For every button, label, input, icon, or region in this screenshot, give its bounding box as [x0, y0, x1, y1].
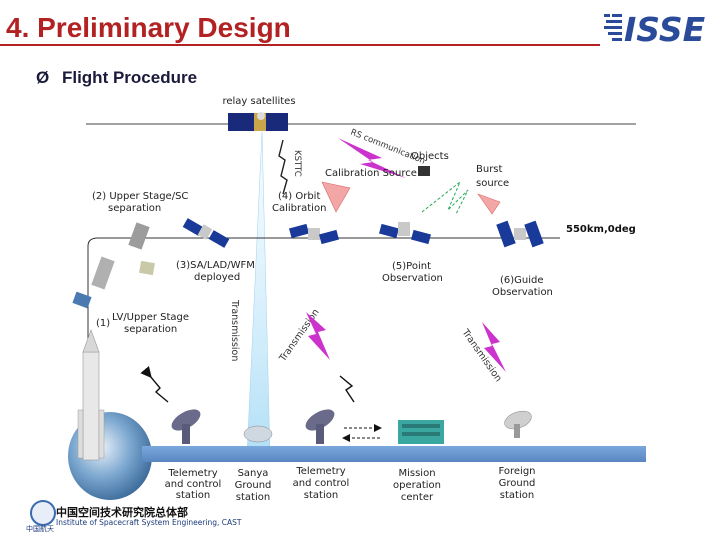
- satellite-step5: [379, 222, 431, 245]
- rs-communication-bolt: [338, 138, 406, 178]
- telemetry-dish-1: [171, 409, 201, 444]
- step6-label-2: Observation: [492, 287, 553, 298]
- sanya-dish: [243, 425, 273, 443]
- satellite-step6: [496, 220, 544, 248]
- satellite-step2: [128, 222, 155, 276]
- step4-label-1: (4) Orbit: [278, 191, 320, 202]
- sanya-label-3: station: [236, 492, 270, 503]
- step3-label-2: deployed: [194, 272, 240, 283]
- burst-source-label-2: source: [476, 178, 509, 189]
- telemetry1-label-2: and control: [165, 479, 222, 490]
- ground-strip: [142, 446, 646, 462]
- upper-stage-step1: [72, 256, 115, 309]
- satellite-step3: [182, 218, 230, 248]
- relay-satellite: [228, 112, 288, 131]
- foreign-dish: [504, 410, 532, 438]
- bullet-text: Flight Procedure: [61, 68, 198, 87]
- wide-field-view: [421, 181, 469, 215]
- foreign-label-1: Foreign: [498, 466, 535, 477]
- mission-label-1: Mission: [398, 468, 435, 479]
- logo-text: ISSE: [624, 10, 706, 44]
- page-title: 4. Preliminary Design: [6, 12, 291, 43]
- foreign-label-3: station: [500, 490, 534, 501]
- launch-vehicle: [77, 329, 105, 461]
- tc-uplink-arrow-1: [140, 365, 169, 403]
- step6-label-1: (6)Guide: [500, 275, 544, 286]
- transmission-label-a: Transmission: [229, 299, 240, 361]
- objects-icon: [418, 166, 430, 176]
- telemetry2-label-2: and control: [293, 478, 350, 489]
- objects-label: Objects: [411, 151, 449, 162]
- working-orbit-line: [87, 237, 560, 360]
- isse-logo: ISSE: [604, 10, 706, 44]
- cast-logo-icon: [30, 500, 56, 526]
- burst-source-label-1: Burst: [476, 164, 503, 175]
- ksttc-label: KSTTC: [292, 150, 302, 177]
- step2-label-2: separation: [108, 203, 161, 214]
- downlink-bolt-1: [306, 312, 330, 360]
- orbit-label: 550km,0deg: [566, 224, 636, 235]
- step1-label-1: LV/Upper Stage: [112, 312, 189, 323]
- telemetry1-label-3: station: [176, 490, 210, 501]
- satellite-step4: [289, 223, 339, 245]
- calibration-source-label: Calibration Source: [325, 168, 417, 179]
- step2-label-1: (2) Upper Stage/SC: [92, 191, 188, 202]
- bullet-marker: Ø: [36, 68, 50, 87]
- step1-label-2: separation: [124, 324, 177, 335]
- footer-org-cn: 中国空间技术研究院总体部: [56, 506, 188, 519]
- mission-label-2: operation: [393, 480, 441, 491]
- telemetry2-label-1: Telemetry: [295, 466, 345, 477]
- step5-label-1: (5)Point: [392, 261, 431, 272]
- downlink-bolt-2: [482, 322, 506, 372]
- tc-uplink-arrow-2: [339, 375, 355, 403]
- relay-satellites-label: relay satellites: [222, 96, 295, 107]
- foreign-label-2: Ground: [499, 478, 536, 489]
- telemetry-dish-2: [305, 409, 335, 444]
- telemetry1-label-1: Telemetry: [167, 468, 217, 479]
- sanya-downlink-beam: [246, 131, 271, 456]
- calibration-source-cone: [321, 181, 351, 213]
- footer-org-en: Institute of Spacecraft System Engineeri…: [56, 518, 242, 527]
- sanya-label-2: Ground: [235, 480, 272, 491]
- ksttc-link: [278, 139, 288, 195]
- burst-source-cone: [477, 193, 501, 215]
- cast-logo-caption: 中国航天: [26, 525, 54, 533]
- title-underline: [0, 44, 600, 46]
- step1-number: (1): [96, 318, 110, 329]
- mission-label-3: center: [401, 492, 434, 503]
- ground-link-arrows: [342, 424, 382, 442]
- bullet-flight-procedure: Ø Flight Procedure: [36, 68, 197, 88]
- mission-center-building: [398, 420, 444, 444]
- sanya-label-1: Sanya: [238, 468, 269, 479]
- step5-label-2: Observation: [382, 273, 443, 284]
- step3-label-1: (3)SA/LAD/WFM: [176, 260, 255, 271]
- step4-label-2: Calibration: [272, 203, 326, 214]
- telemetry2-label-3: station: [304, 490, 338, 501]
- logo-speed-lines: [604, 14, 622, 41]
